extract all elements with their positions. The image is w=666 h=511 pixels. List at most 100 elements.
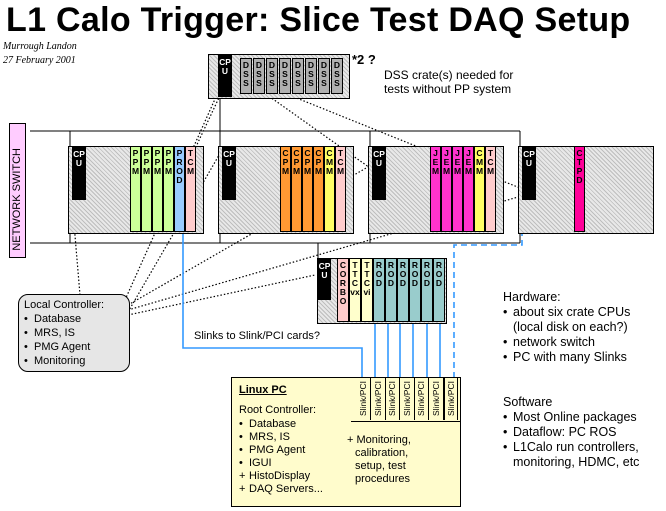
crate-module: PPM	[130, 146, 141, 232]
local-controller-item: • Database	[24, 312, 124, 326]
ros-cpu: CPU	[318, 258, 331, 300]
local-controller-item-bullet: •	[24, 313, 28, 325]
software-section: Software • Most Online packages•Dataflow:…	[503, 395, 639, 470]
crate-module: TCM	[335, 146, 346, 232]
author: Murrough Landon	[3, 41, 77, 52]
hardware-item-bullet: •	[503, 305, 508, 319]
local-controller-item-bullet: •	[24, 341, 28, 353]
software-item-bullet: •	[503, 440, 508, 454]
software-item: •Dataflow: PC ROS	[503, 425, 639, 440]
slink-pci-card: Slink/PCI	[415, 378, 429, 420]
dss-module: DSS	[240, 58, 252, 94]
local-controller-item-bullet: •	[24, 355, 28, 367]
ros-module: ROD	[409, 258, 421, 322]
slink-pci-card: Slink/PCI	[371, 378, 386, 420]
root-controller-item: • IGUI	[239, 457, 323, 470]
root-controller-item-bullet: +	[239, 483, 246, 495]
extra-task-item: + Monitoring,	[347, 434, 411, 446]
root-controller-item-text: PMG Agent	[249, 444, 306, 456]
software-title: Software	[503, 395, 553, 409]
crate-module: CPM	[313, 146, 324, 232]
ros-module: ROD	[385, 258, 397, 322]
root-controller-item-bullet: •	[239, 444, 243, 456]
root-controller-item-text: Database	[249, 418, 297, 430]
root-controller-item: +DAQ Servers...	[239, 483, 323, 496]
dss-module: DSS	[292, 58, 304, 94]
software-item-bullet: •	[503, 410, 508, 424]
software-item-text: Most Online packages	[513, 410, 637, 424]
crate-module: JEM	[430, 146, 441, 232]
root-controller-item-text: IGUI	[249, 457, 272, 469]
slink-pci-card: Slink/PCI	[400, 378, 415, 420]
software-item-text: monitoring, HDMC, etc	[513, 455, 640, 469]
hardware-item-bullet: •	[503, 350, 508, 364]
local-controller-title: Local Controller:	[24, 299, 105, 311]
crate-module: CPM	[280, 146, 291, 232]
slink-pci-card: Slink/PCI	[429, 378, 444, 420]
slink-pci-card: Slink/PCI	[386, 378, 400, 420]
root-controller-item-bullet: •	[239, 457, 243, 469]
crate-module: CMM	[474, 146, 485, 232]
hardware-item: • about six crate CPUs	[503, 305, 630, 320]
date: 27 February 2001	[3, 55, 76, 66]
ros-module: ROD	[373, 258, 385, 322]
dss-module: DSS	[279, 58, 291, 94]
hardware-item-text: PC with many Slinks	[513, 350, 627, 364]
page-title: L1 Calo Trigger: Slice Test DAQ Setup	[6, 1, 631, 39]
hardware-item-text: network switch	[513, 335, 595, 349]
software-item: • Most Online packages	[503, 410, 639, 425]
dss-module: DSS	[266, 58, 278, 94]
crate-module: CMM	[324, 146, 335, 232]
hardware-title: Hardware:	[503, 290, 561, 304]
dss-note-line-2: tests without PP system	[384, 82, 512, 96]
crate-cpu: CPU	[72, 146, 86, 200]
extra-task-item: calibration,	[355, 447, 409, 459]
software-list: • Most Online packages•Dataflow: PC ROS• L…	[503, 410, 639, 470]
root-controller-item-text: DAQ Servers...	[249, 483, 323, 495]
ros-module: ROD	[433, 258, 445, 322]
local-controller-item: • MRS, IS	[24, 326, 124, 340]
dss-module: DSS	[331, 58, 343, 94]
crate-module: TCM	[185, 146, 196, 232]
hardware-section: Hardware: • about six crate CPUs(local di…	[503, 290, 630, 365]
crate-module: PPM	[163, 146, 174, 232]
crate-cpu: CPU	[372, 146, 386, 200]
hardware-item: • PC with many Slinks	[503, 350, 630, 365]
extra-task-item: procedures	[355, 473, 411, 485]
ros-module: TTCvi	[361, 258, 373, 322]
slink-pci-card: Slink/PCI	[444, 378, 458, 420]
dss-module: DSS	[253, 58, 265, 94]
crate-module: PPM	[152, 146, 163, 232]
ros-module: CORBO	[337, 258, 349, 322]
dss-module: DSS	[305, 58, 317, 94]
root-controller-item: +HistoDisplay	[239, 470, 323, 483]
crate-module: JEM	[463, 146, 474, 232]
root-controller-item: •Database	[239, 418, 323, 431]
root-controller-label: Root Controller:	[239, 404, 317, 416]
hardware-item: (local disk on each?)	[503, 320, 630, 335]
slink-divider	[351, 421, 461, 422]
crate-module: TCM	[485, 146, 496, 232]
root-controller-item-text: MRS, IS	[249, 431, 290, 443]
linux-pc-title: Linux PC	[239, 384, 287, 396]
hardware-item-text: about six crate CPUs	[513, 305, 631, 319]
hardware-item-bullet: •	[503, 335, 508, 349]
crate-module: PPM	[141, 146, 152, 232]
dss-multiplier: *2 ?	[352, 52, 376, 67]
local-controller-list: •Database•MRS, IS•PMG Agent•Monitoring	[24, 312, 124, 368]
dss-cpu: CPU	[218, 54, 232, 97]
software-item-text: L1Calo run controllers,	[513, 440, 639, 454]
dss-note-line-1: DSS crate(s) needed for	[384, 68, 514, 82]
root-controller-item-bullet: •	[239, 431, 243, 443]
dss-module: DSS	[318, 58, 330, 94]
local-controller-item-text: MRS, IS	[34, 327, 75, 339]
root-controller-item: • PMG Agent	[239, 444, 323, 457]
hardware-item-text: (local disk on each?)	[513, 320, 628, 334]
crate-module: JEM	[441, 146, 452, 232]
local-controller-item-bullet: •	[24, 327, 28, 339]
crate-module: CTPD	[574, 146, 585, 232]
root-controller-list: •Database•MRS, IS•PMG Agent•IGUI+HistoDi…	[239, 418, 323, 496]
hardware-list: • about six crate CPUs(local disk on each…	[503, 305, 630, 365]
local-controller-item-text: Database	[34, 313, 82, 325]
